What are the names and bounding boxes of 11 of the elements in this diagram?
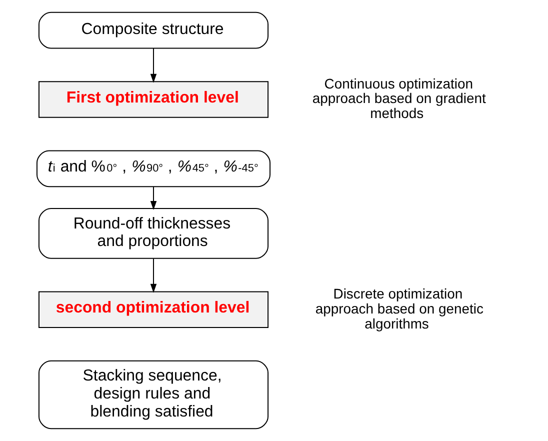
node-box: ti and %0° , %90° , %45° , %-45° — [36, 150, 271, 188]
node-box: First optimization level — [38, 81, 269, 118]
node-label: Continuous optimization approach based on gradient methods — [312, 75, 486, 122]
arrow — [150, 48, 157, 83]
arrow — [150, 186, 157, 210]
node-box: Composite structure — [38, 12, 269, 49]
node-label: Discrete optimization approach based on genetic algorithms — [315, 285, 484, 332]
arrow — [150, 258, 157, 293]
node-box: Round-off thicknesses and proportions — [38, 208, 269, 259]
node-box: second optimization level — [38, 291, 269, 328]
node-box: Stacking sequence, design rules and blending satisfied — [38, 360, 269, 430]
